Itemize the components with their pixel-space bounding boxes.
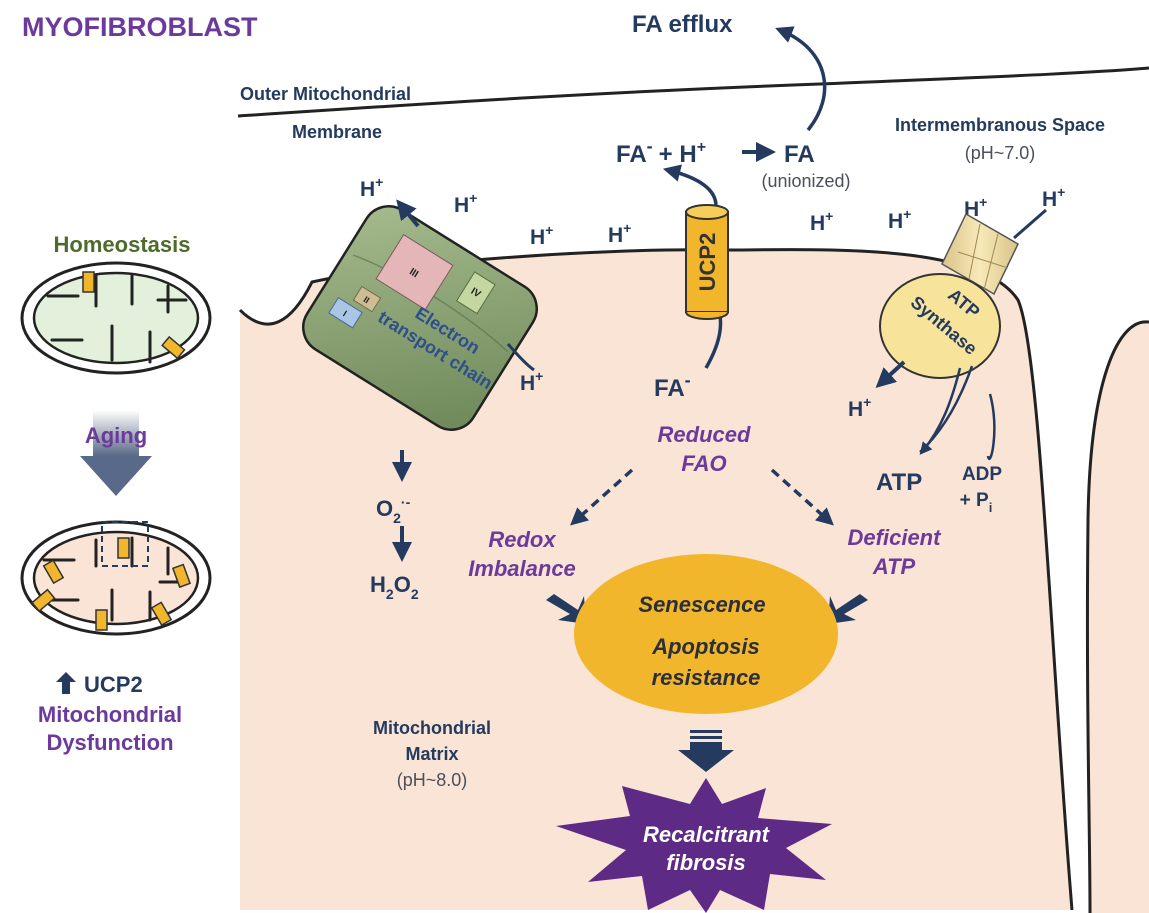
proton-ims-4: H+ (888, 206, 911, 233)
outer-membrane-line2: Membrane (292, 122, 382, 142)
to-redox-dashed-arrow (570, 468, 634, 526)
matrix-line2: Matrix (405, 744, 458, 764)
adp-line2: + Pi (960, 490, 993, 515)
ucp2-up-label: UCP2 (84, 672, 143, 697)
reduced-fao-line2: FAO (681, 451, 726, 476)
dysfunction-line2: Dysfunction (46, 730, 173, 755)
crista-right-fill (1087, 321, 1149, 913)
outcome-line2: Apoptosis (651, 634, 760, 659)
outcome-ellipse (574, 554, 838, 714)
superoxide-label: O2·- (376, 494, 411, 526)
redox-line2: Imbalance (468, 556, 576, 581)
outcome-line1: Senescence (638, 592, 765, 617)
etc-proton-path-in (506, 343, 535, 372)
aging-arrow (80, 410, 152, 496)
outer-membrane-line1: Outer Mitochondrial (240, 84, 411, 104)
complex-i-box (328, 296, 363, 329)
dysfunctional-mitochondrion-icon (20, 520, 212, 636)
proton-etc-top: H+ (454, 190, 477, 217)
up-arrow-icon (56, 672, 76, 694)
etc-proton-arrow-out (396, 199, 420, 228)
deficient-line1: Deficient (848, 525, 943, 550)
intermembrane-label: Intermembranous Space (895, 115, 1105, 135)
dysfunction-line1: Mitochondrial (38, 702, 182, 727)
proton-atp-matrix: H+ (848, 394, 871, 421)
adp-line1: ADP (962, 464, 1002, 485)
outcome-line3: resistance (652, 665, 761, 690)
page-title: MYOFIBROBLAST (22, 12, 258, 42)
atp-label: ATP (876, 469, 922, 496)
fibrosis-line2: fibrosis (666, 850, 745, 875)
deficient-to-outcome-arrow (828, 594, 868, 624)
atp-proton-in-line (1013, 208, 1047, 240)
fa-anion-top: FA-+ H+ (616, 136, 706, 168)
outcome-to-fibrosis-arrow (678, 730, 734, 772)
redox-to-outcome-arrow (546, 594, 586, 624)
complex-iv-box (455, 271, 496, 315)
inner-membrane (238, 248, 1074, 911)
unionized-label: (unionized) (761, 171, 850, 191)
homeostasis-label: Homeostasis (54, 232, 191, 257)
to-deficient-dashed-arrow (770, 468, 834, 526)
fa-unionized: FA (784, 141, 815, 168)
atp-proton-out-arrow (875, 360, 906, 389)
inner-membrane-right (1085, 320, 1149, 913)
proton-etc-out: H+ (360, 174, 383, 201)
complex-ii-label: II (362, 294, 372, 305)
intermembrane-ph: (pH~7.0) (965, 143, 1036, 163)
complex-i-label: I (341, 309, 348, 319)
fa-efflux-arrow (775, 26, 827, 132)
fa-efflux-label: FA efflux (632, 11, 733, 38)
aging-label: Aging (85, 423, 147, 448)
reduced-fao-line1: Reduced (658, 422, 751, 447)
proton-ims-3: H+ (810, 208, 833, 235)
proton-ims-2: H+ (608, 220, 631, 247)
peroxide-label: H2O2 (370, 572, 419, 602)
complex-ii-box (352, 285, 382, 313)
proton-ims-1: H+ (530, 222, 553, 249)
ucp2-channel: UCP2 (685, 204, 729, 320)
atp-output-arrow (919, 367, 962, 455)
ucp2-channel-label: UCP2 (695, 233, 720, 292)
deficient-line2: ATP (872, 554, 916, 579)
proton-atp-in: H+ (1042, 184, 1065, 211)
fibrosis-line1: Recalcitrant (643, 822, 771, 847)
fibrosis-star (556, 778, 832, 913)
outer-membrane (237, 66, 1149, 118)
complex-iii-box (375, 233, 454, 311)
proton-etc-matrix: H+ (520, 368, 543, 395)
matrix-ph: (pH~8.0) (397, 770, 468, 790)
healthy-mitochondrion-icon (20, 261, 212, 375)
atp-synthase: ATP Synthase (879, 212, 1019, 379)
redox-line1: Redox (488, 527, 556, 552)
matrix-line1: Mitochondrial (373, 718, 491, 738)
electron-transport-chain: III IV II I Electron transport chain (302, 205, 538, 431)
fa-anion-bottom: FA- (654, 370, 691, 402)
